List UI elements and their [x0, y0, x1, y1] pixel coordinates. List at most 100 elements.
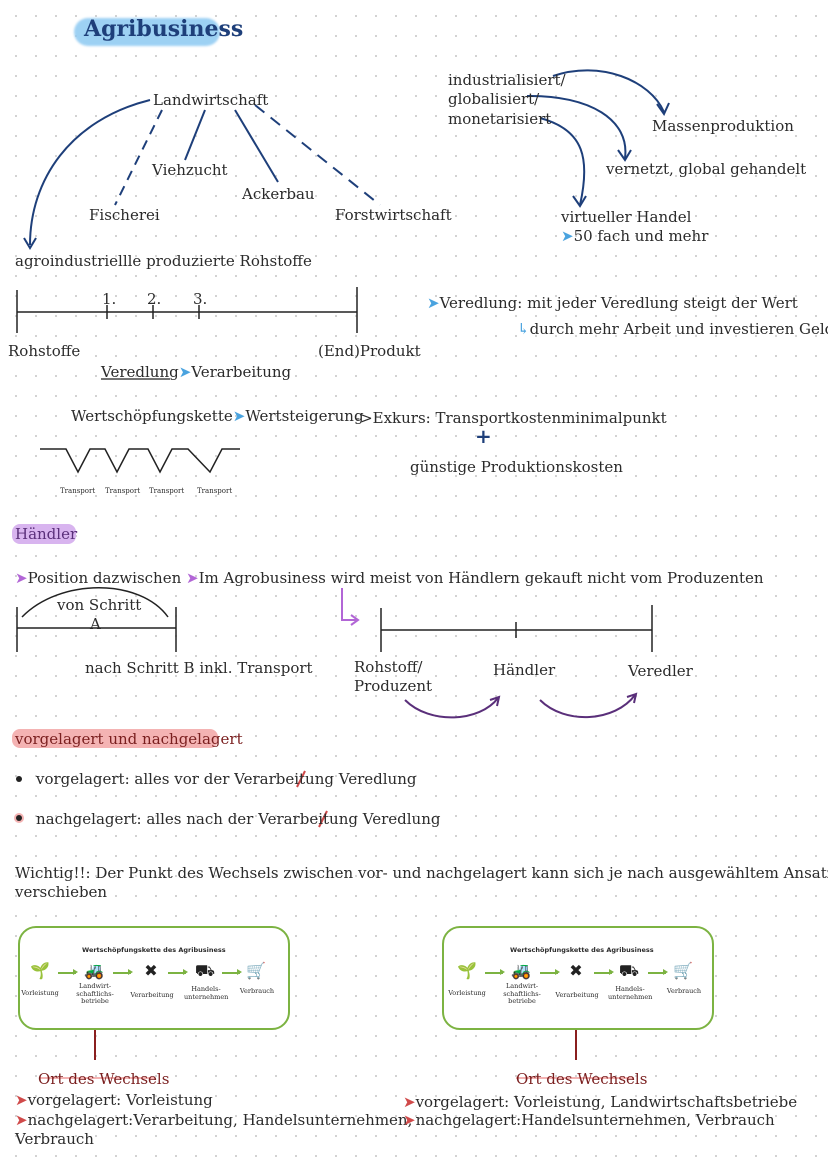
lagerung-bullet-2: nachgelagert: alles nach der Verarbeitun…: [36, 810, 441, 828]
windmill-icon: ✖: [144, 961, 158, 980]
flow-arrow-icon: [113, 969, 133, 975]
verarbeitung-label: Verarbeitung: [191, 363, 292, 381]
veredlung-note-1: ➤Veredlung: mit jeder Veredlung steigt d…: [427, 294, 798, 312]
ort1-vor: ➤vorgelagert: Vorleistung: [15, 1091, 213, 1109]
timeline-left-label: Rohstoffe: [8, 342, 81, 360]
tree-ackerbau-label: Ackerbau: [242, 185, 315, 203]
card-step-label: Verarbeitung: [555, 991, 599, 999]
wichtig-line1: Wichtig!!: Der Punkt des Wechsels zwisch…: [15, 864, 828, 882]
card-step-label: Landwirt-schaftlichs-betriebe: [503, 982, 541, 1005]
haendler-position-row: ➤Position dazwischen ➤Im Agrobusiness wi…: [15, 569, 764, 587]
arrow-icon: ➤: [186, 569, 199, 587]
ort1-nach: ➤nachgelagert:Verarbeitung, Handelsunter…: [15, 1111, 413, 1129]
card-step-label: Handels-unternehmen: [184, 985, 229, 1001]
transport-label-2: Transport: [105, 487, 141, 495]
flow-arrow-icon: [485, 969, 505, 975]
arrow-icon: ➤: [232, 407, 246, 425]
wert-kette: Wertschöpfungskette: [71, 407, 233, 425]
page-title: Agribusiness: [84, 16, 244, 42]
card-step-label: Verbrauch: [666, 987, 702, 995]
flow-arrow-icon: [648, 969, 668, 975]
arrow-icon: ➤: [403, 1093, 416, 1111]
tree-result-label: agroindustriellle produzierte Rohstoffe: [15, 252, 312, 270]
title-highlight: [74, 18, 220, 46]
consumer-icon: 🛒: [246, 961, 266, 980]
card-step-label: Handels-unternehmen: [608, 985, 653, 1001]
corner-arrow-icon: ↳: [517, 320, 530, 338]
card-title: Wertschöpfungskette des Agribusiness: [82, 946, 226, 954]
card-step-label: Verarbeitung: [130, 991, 174, 999]
timeline-right-label: (End)Produkt: [318, 342, 421, 360]
plus-icon: +: [475, 424, 492, 448]
trade-icon: ⛟: [194, 961, 216, 980]
lagerung-heading: vorgelagert und nachgelagert: [15, 730, 243, 748]
flow-arrow-icon: [168, 969, 188, 975]
ort1-nach2: Verbrauch: [15, 1130, 94, 1148]
timeline-step-1: 1.: [102, 290, 117, 308]
arrow-icon: ➤: [15, 1091, 28, 1109]
right-virtuell: virtueller Handel: [561, 208, 692, 226]
right-massen: Massenproduktion: [652, 117, 794, 135]
flow-arrow-icon: [594, 969, 614, 975]
exkurs-line2: günstige Produktionskosten: [410, 458, 623, 476]
nach-schritt: nach Schritt B inkl. Transport: [85, 659, 313, 677]
arrow-icon: ➤: [561, 227, 574, 245]
tree-fischerei-label: Fischerei: [89, 206, 160, 224]
ort2-nach: ➤nachgelagert:Handelsunternehmen, Verbra…: [403, 1111, 775, 1129]
tractor-icon: 🚜: [511, 961, 531, 980]
tree-forstwirtschaft-label: Forstwirtschaft: [335, 206, 452, 224]
flow-arrow-icon: [540, 969, 560, 975]
veredlung-row: Veredlung➤Verarbeitung: [101, 363, 291, 381]
von-schritt: von Schritt: [57, 596, 142, 614]
transport-label-4: Transport: [197, 487, 233, 495]
right-line1: industrialisiert/: [448, 71, 566, 89]
exkurs-line1: ->Exkurs: Transportkostenminimalpunkt: [355, 409, 667, 427]
lagerung-bullet-1: vorgelagert: alles vor der Verarbeitung …: [36, 770, 417, 788]
veredlung-label: Veredlung: [101, 363, 179, 381]
veredlung-note-2: ↳durch mehr Arbeit und investieren Geld: [517, 320, 828, 338]
right-fach: 50 fach und mehr: [573, 227, 709, 245]
produzent-label: Produzent: [354, 677, 433, 695]
consumer-icon: 🛒: [673, 961, 693, 980]
timeline-step-2: 2.: [147, 290, 162, 308]
card-step-label: Landwirt-schaftlichs-betriebe: [76, 982, 114, 1005]
tree-root-label: Landwirtschaft: [153, 91, 269, 109]
wichtig-line2: verschieben: [15, 883, 108, 901]
arrow-icon: ➤: [178, 363, 192, 381]
right-line3: monetarisiert: [448, 110, 552, 128]
arrow-icon: ➤: [15, 1111, 28, 1129]
rohstoff-label: Rohstoff/: [354, 658, 423, 676]
transport-label-1: Transport: [60, 487, 96, 495]
bullet-dot: [16, 815, 22, 821]
seedling-hand-icon: 🌱: [457, 961, 477, 980]
card-title: Wertschöpfungskette des Agribusiness: [510, 946, 654, 954]
bullet-dot: [16, 776, 22, 782]
tree-viehzucht-label: Viehzucht: [152, 161, 228, 179]
wert-row: Wertschöpfungskette➤Wertsteigerung: [71, 407, 364, 425]
ort1-heading: Ort des Wechsels: [38, 1070, 170, 1088]
right-line2: globalisiert/: [448, 90, 540, 108]
haendler-heading: Händler: [15, 525, 78, 543]
haendler-label: Händler: [493, 661, 556, 679]
trade-icon: ⛟: [618, 961, 640, 980]
wert-steigerung: Wertsteigerung: [245, 407, 364, 425]
arrow-icon: ➤: [403, 1111, 416, 1129]
card-step-label: Vorleistung: [448, 989, 486, 997]
flow-arrow-icon: [222, 969, 242, 975]
value-chain-card-1: Wertschöpfungskette des Agribusiness 🌱 🚜…: [18, 926, 290, 1030]
arrow-icon: ➤: [15, 569, 28, 587]
transport-label-3: Transport: [149, 487, 185, 495]
schritt-a: A: [90, 615, 101, 633]
timeline-step-3: 3.: [193, 290, 208, 308]
lagerung-highlight: [12, 729, 218, 748]
arrow-icon: ➤: [427, 294, 440, 312]
right-vernetzt: vernetzt, global gehandelt: [606, 160, 807, 178]
card-step-label: Verbrauch: [239, 987, 275, 995]
card-step-label: Vorleistung: [21, 989, 59, 997]
value-chain-card-2: Wertschöpfungskette des Agribusiness 🌱 🚜…: [442, 926, 714, 1030]
veredler-label: Veredler: [628, 662, 693, 680]
tractor-icon: 🚜: [84, 961, 104, 980]
ort2-vor: ➤vorgelagert: Vorleistung, Landwirtschaf…: [403, 1093, 798, 1111]
right-fach-row: ➤50 fach und mehr: [561, 227, 708, 245]
